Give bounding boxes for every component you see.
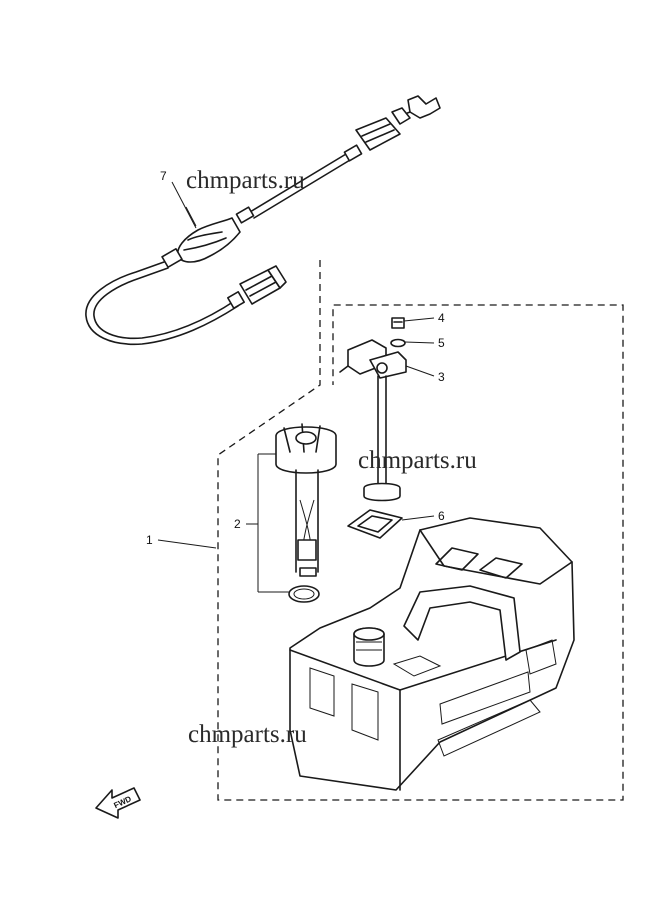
engine-side-connector bbox=[355, 95, 441, 151]
dashed-group-outline bbox=[217, 260, 624, 801]
watermark-top: chmparts.ru bbox=[186, 167, 305, 194]
fuel-tank bbox=[289, 517, 575, 791]
callouts: 1 2 3 4 5 6 7 bbox=[146, 169, 445, 593]
callout-6: 6 bbox=[438, 509, 445, 523]
tank-side-connector bbox=[227, 265, 287, 309]
callout-5: 5 bbox=[438, 336, 445, 350]
hose-clamp bbox=[235, 144, 363, 224]
primer-bulb bbox=[161, 217, 241, 268]
callout-4: 4 bbox=[438, 311, 445, 325]
callout-1: 1 bbox=[146, 533, 153, 547]
watermarks: chmparts.ru chmparts.ru chmparts.ru bbox=[186, 167, 477, 748]
gasket bbox=[347, 509, 403, 539]
watermark-bottom: chmparts.ru bbox=[188, 721, 307, 748]
fuel-hose-assembly bbox=[85, 95, 441, 346]
o-ring bbox=[288, 585, 320, 603]
fuel-pickup-assembly bbox=[339, 339, 407, 502]
callout-3: 3 bbox=[438, 370, 445, 384]
washer bbox=[390, 338, 406, 348]
watermark-middle: chmparts.ru bbox=[358, 447, 477, 474]
callout-2: 2 bbox=[234, 517, 241, 531]
fwd-arrow: FWD bbox=[95, 787, 141, 819]
callout-7: 7 bbox=[160, 169, 167, 183]
fuel-cap-assembly bbox=[275, 423, 337, 577]
bolt bbox=[391, 317, 405, 329]
